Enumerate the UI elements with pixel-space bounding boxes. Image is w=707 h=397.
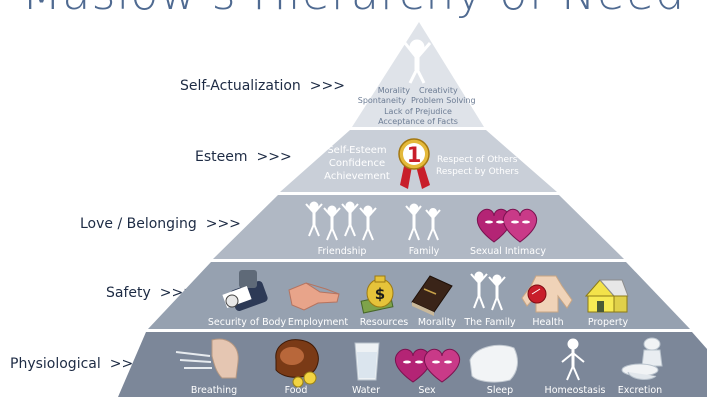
esteem-respect-of-others: Respect of Others <box>437 155 518 165</box>
esteem-self-esteem: Self-Esteem <box>327 145 386 156</box>
item-friendship: Friendship <box>318 246 367 257</box>
level-label-self-actualization: Self-Actualization>>> <box>180 78 345 94</box>
item-morality: Morality <box>378 86 411 95</box>
water-glass-icon <box>354 342 380 381</box>
food-ham-icon <box>275 339 319 388</box>
page-title: Maslow's Hierarchy of Need <box>0 0 707 20</box>
security-guard-icon <box>222 270 268 312</box>
item-morality-safety: Morality <box>418 317 457 328</box>
item-health: Health <box>532 317 563 328</box>
item-acceptance-of-facts: Acceptance of Facts <box>378 117 458 126</box>
item-sexual-intimacy: Sexual Intimacy <box>470 246 546 257</box>
friendship-people-icon <box>305 201 377 241</box>
dollar-sign: $ <box>375 285 385 303</box>
item-employment: Employment <box>288 317 348 328</box>
book-icon <box>411 275 453 316</box>
hearts-sex-icon <box>394 348 461 383</box>
item-the-family: The Family <box>463 317 516 328</box>
tier-self-actualization <box>352 22 484 127</box>
item-problem-solving: Problem Solving <box>411 96 476 105</box>
esteem-respect-by-others: Respect by Others <box>436 167 519 177</box>
hearts-icon <box>476 208 538 243</box>
breathing-face-icon <box>175 338 239 379</box>
item-breathing: Breathing <box>191 385 237 396</box>
item-food: Food <box>285 385 308 396</box>
level-label-esteem: Esteem>>> <box>195 149 292 165</box>
house-icon <box>584 279 629 313</box>
item-security-of-body: Security of Body <box>208 317 287 328</box>
person-arms-up-icon <box>403 39 432 84</box>
money-bag-icon: $ <box>360 275 394 314</box>
item-excretion: Excretion <box>618 385 662 396</box>
item-lack-of-prejudice: Lack of Prejudice <box>384 107 452 116</box>
item-family: Family <box>409 246 440 257</box>
item-sex: Sex <box>418 385 436 396</box>
item-creativity: Creativity <box>419 86 458 95</box>
item-spontaneity: Spontaneity <box>358 96 407 105</box>
homeostasis-person-icon <box>561 338 585 381</box>
family-icon <box>405 203 441 241</box>
the-family-icon <box>470 271 506 311</box>
item-property: Property <box>588 317 629 328</box>
handshake-icon <box>288 282 340 311</box>
esteem-achievement: Achievement <box>324 171 390 182</box>
level-label-love-belonging: Love / Belonging>>> <box>80 216 241 232</box>
item-water: Water <box>352 385 380 396</box>
award-ribbon-icon: 1 <box>398 138 430 189</box>
item-sleep: Sleep <box>487 385 513 396</box>
toilet-icon <box>621 337 663 380</box>
item-homeostasis: Homeostasis <box>545 385 606 396</box>
pillow-icon <box>469 344 518 383</box>
badge-number: 1 <box>407 143 422 167</box>
esteem-confidence: Confidence <box>329 158 385 169</box>
health-torso-icon <box>521 275 573 313</box>
item-resources: Resources <box>360 317 409 328</box>
